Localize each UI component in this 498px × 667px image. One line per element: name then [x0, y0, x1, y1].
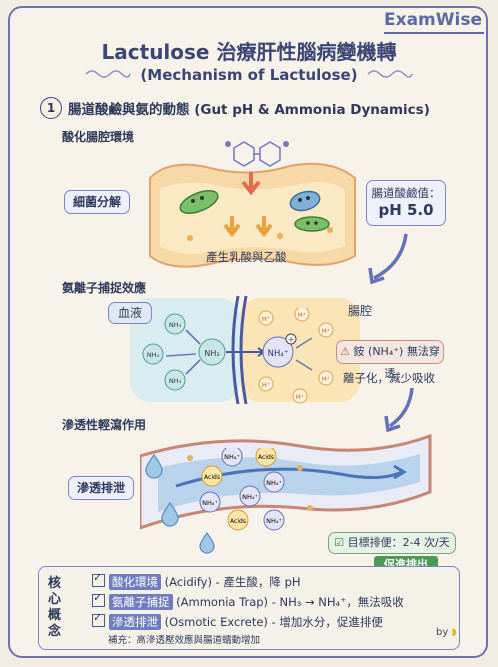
checkbox-icon	[92, 591, 105, 607]
squiggle-right-icon	[367, 70, 413, 78]
particle	[187, 235, 193, 241]
panel3-label: 滲透性輕瀉作用	[62, 418, 147, 432]
nh4-ion: NH₄⁺	[263, 509, 285, 531]
particle	[277, 233, 283, 239]
h-ion: H⁺	[294, 308, 310, 322]
svg-text:NH₄⁺: NH₄⁺	[224, 453, 240, 461]
signature: by ◗	[436, 627, 457, 638]
blue-bacterium-icon	[289, 190, 321, 212]
core-tag: 滲透排泄	[109, 614, 161, 630]
check-icon: ☑	[334, 536, 345, 549]
page-subtitle: (Mechanism of Lactulose)	[140, 66, 358, 84]
ph-box: 腸道酸鹼值： pH 5.0	[366, 180, 446, 226]
warning-icon: ⚠	[340, 345, 351, 358]
green-bacterium-small-icon	[294, 216, 330, 232]
osmotic-box: 滲透排泄	[68, 476, 134, 500]
checkbox-icon	[92, 571, 105, 587]
svg-text:H⁺: H⁺	[262, 315, 270, 323]
h-ion: H⁺	[292, 388, 308, 404]
nh4-ion: NH₄⁺	[221, 448, 243, 467]
nh4-ion: NH₄⁺	[263, 471, 285, 493]
section-title: 腸道酸鹼與氨的動態 (Gut pH & Ammonia Dynamics)	[68, 102, 430, 118]
nh4-ion: NH₄⁺	[239, 485, 261, 507]
green-bacterium-icon	[179, 190, 219, 214]
svg-text:NH₄⁺: NH₄⁺	[266, 479, 282, 487]
lumen-label: 腸腔	[347, 304, 372, 318]
signature-text: by	[436, 627, 449, 638]
core-tag: 酸化環境	[109, 574, 161, 590]
svg-text:Acids: Acids	[204, 474, 220, 481]
brand-underline	[384, 32, 484, 34]
acid-arrows-icon	[223, 216, 273, 238]
acids-particle: Acids	[255, 448, 277, 467]
core-row-osmotic: 滲透排泄 (Osmotic Excrete) - 增加水分，促進排便	[92, 611, 383, 630]
svg-text:H⁺: H⁺	[296, 393, 304, 401]
brand-logo: ExamWise	[384, 10, 482, 30]
ph-label: 腸道酸鹼值：	[371, 186, 441, 200]
h-ion: H⁺	[318, 370, 334, 386]
ph-value: pH 5.0	[378, 201, 434, 219]
svg-text:NH₃: NH₃	[147, 351, 160, 359]
svg-text:NH₃: NH₃	[169, 377, 182, 385]
curve-arrow-2-icon	[384, 387, 414, 432]
target-box: ☑ 目標排便：2-4 次/天	[328, 532, 456, 554]
target-text: 目標排便：2-4 次/天	[347, 536, 450, 549]
svg-text:NH₃: NH₃	[204, 349, 219, 358]
lactulose-molecule-icon	[225, 141, 289, 167]
particle	[327, 227, 333, 233]
svg-text:H⁺: H⁺	[322, 375, 330, 383]
nh3-molecule: NH₃	[164, 313, 186, 335]
h-ion: H⁺	[258, 310, 274, 326]
core-row-acidify: 酸化環境 (Acidify) - 產生酸，降 pH	[92, 571, 301, 590]
squiggle-left-icon	[85, 70, 131, 78]
acids-particle: Acids	[227, 509, 249, 531]
h-ion: H⁺	[318, 322, 334, 338]
core-title: 核心概念	[48, 576, 62, 639]
svg-text:NH₄⁺: NH₄⁺	[202, 499, 218, 507]
svg-text:H⁺: H⁺	[298, 311, 306, 319]
water-drop-icon	[199, 531, 215, 554]
ion-diagram: NH₃ NH₃ NH₃ NH₃ NH₄⁺ + H⁺ H⁺ H⁺ H⁺ H⁺ H⁺	[142, 308, 334, 404]
water-drop-icon	[145, 453, 163, 479]
section-number: 1	[40, 97, 62, 119]
core-text: (Ammonia Trap) - NH₃ → NH₄⁺，無法吸收	[176, 595, 404, 609]
bacteria-box: 細菌分解	[64, 190, 130, 214]
panel1-label: 酸化腸腔環境	[62, 130, 135, 144]
nh4-ion: NH₄⁺	[199, 491, 221, 513]
acids-particle: Acids	[201, 465, 223, 487]
panel2-label: 氨離子捕捉效應	[62, 281, 147, 295]
page-title: Lactulose 治療肝性腦病變機轉	[101, 40, 397, 64]
warning-box: ⚠ 銨 (NH₄⁺) 無法穿透	[336, 340, 444, 380]
svg-text:NH₄⁺: NH₄⁺	[266, 517, 282, 525]
checkbox-icon	[92, 611, 105, 627]
ionization-note: 離子化，減少吸收	[343, 371, 435, 385]
svg-text:H⁺: H⁺	[322, 327, 330, 335]
banana-icon: ◗	[451, 627, 457, 638]
svg-text:H⁺: H⁺	[262, 381, 270, 389]
curve-arrow-1-icon	[368, 233, 408, 285]
svg-text:NH₄⁺: NH₄⁺	[268, 349, 289, 359]
h-ion: H⁺	[258, 376, 274, 392]
nh3-molecule: NH₃	[142, 343, 164, 365]
water-drop-icon	[161, 501, 179, 527]
core-text: (Acidify) - 產生酸，降 pH	[164, 575, 301, 589]
nh3-molecule: NH₃	[164, 369, 186, 391]
supplement-note: 補充：高滲透壓效應與腸道蠕動增加	[108, 635, 261, 646]
core-text: (Osmotic Excrete) - 增加水分，促進排便	[164, 615, 383, 629]
svg-text:NH₄⁺: NH₄⁺	[242, 493, 258, 501]
svg-text:Acids: Acids	[258, 454, 274, 461]
blood-label: 血液	[108, 302, 152, 324]
core-tag: 氨離子捕捉	[109, 594, 173, 610]
svg-text:Acids: Acids	[230, 518, 246, 525]
svg-text:NH₃: NH₃	[169, 321, 182, 329]
acid-product-label: 產生乳酸與乙酸	[206, 250, 287, 264]
particles-diagram: NH₄⁺ Acids Acids NH₄⁺ NH₄⁺ NH₄⁺ Acids NH…	[187, 448, 313, 531]
svg-text:+: +	[288, 335, 295, 344]
warning-text: 銨 (NH₄⁺) 無法穿透	[353, 345, 440, 380]
core-concepts-box	[38, 566, 460, 650]
down-arrow-icon	[241, 172, 261, 196]
core-row-ammonia-trap: 氨離子捕捉 (Ammonia Trap) - NH₃ → NH₄⁺，無法吸收	[92, 591, 404, 610]
nh3-molecule-center: NH₃	[198, 338, 226, 366]
nh4-ion: NH₄⁺ +	[262, 333, 297, 368]
